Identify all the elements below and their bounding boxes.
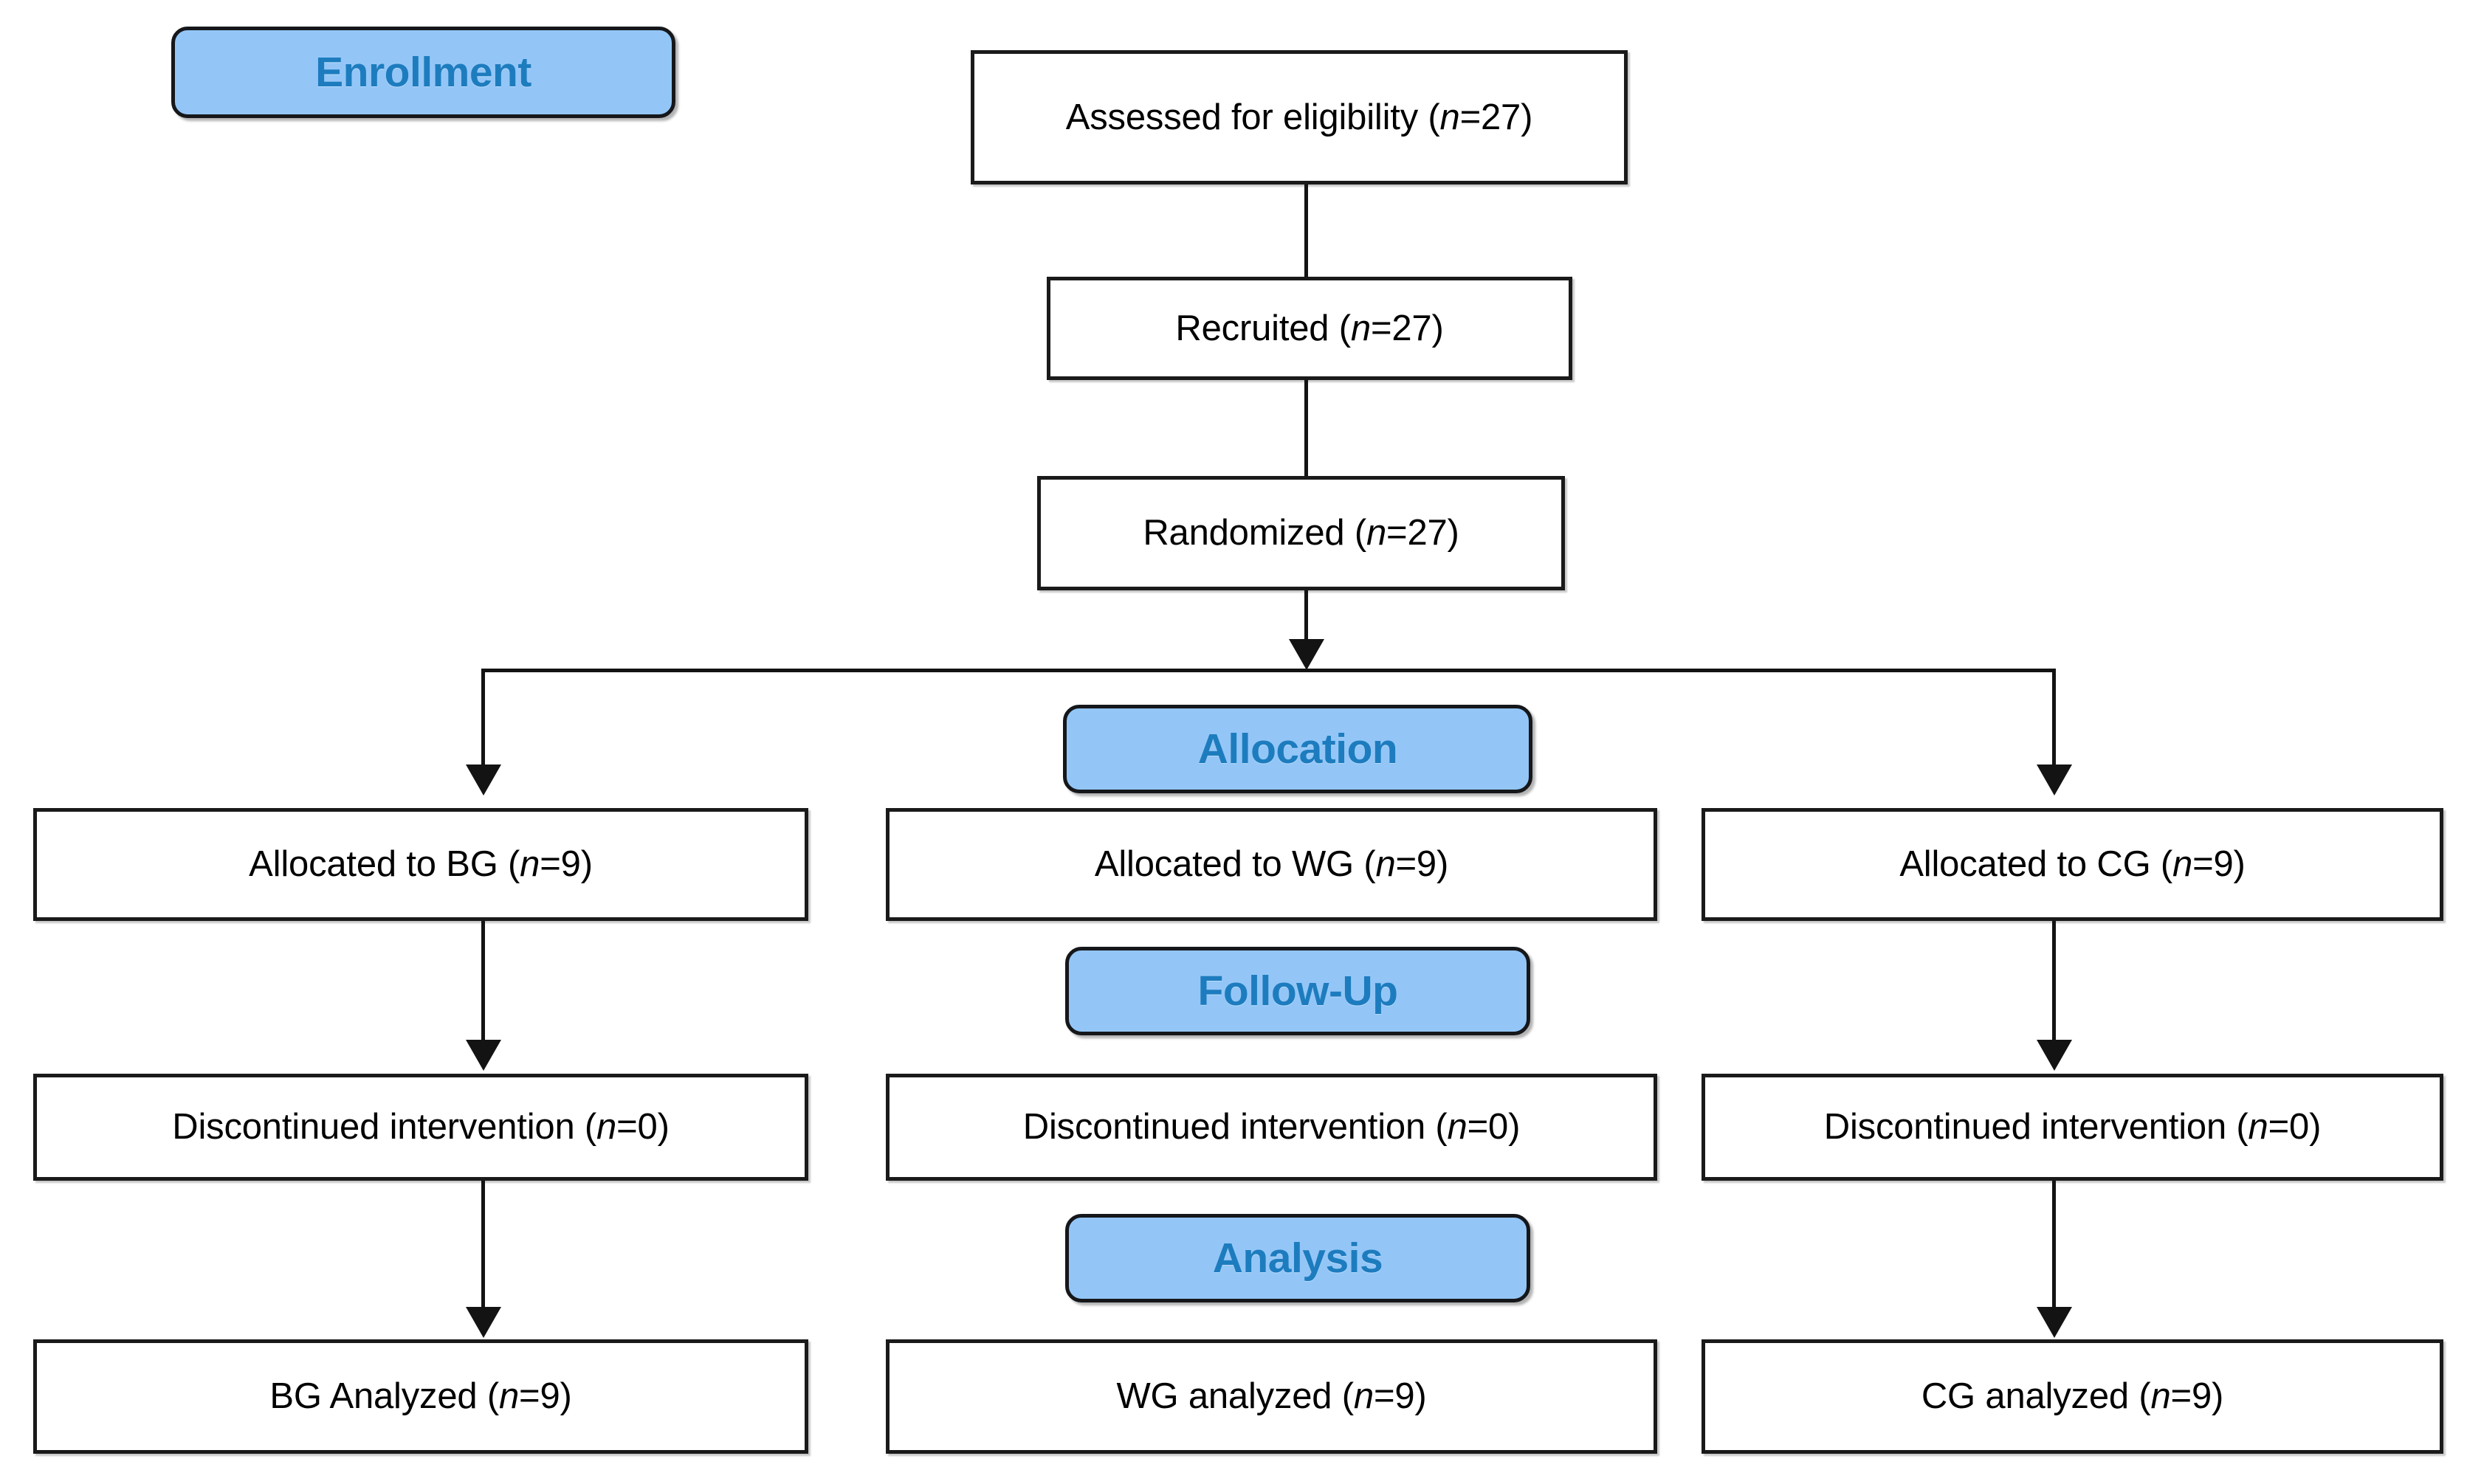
arrowhead-split-to-cg-allocation [2037,765,2072,796]
stage-banner-followup: Follow-Up [1065,947,1530,1035]
arrowhead-bg-followup-to-analysis [466,1307,501,1338]
node-discontinued-bg-label: Discontinued intervention (n=0) [172,1107,670,1147]
node-allocated-cg-label: Allocated to CG (n=9) [1899,844,2246,885]
stage-banner-analysis: Analysis [1065,1214,1530,1302]
stage-banner-analysis-label: Analysis [1212,1235,1383,1282]
node-randomized-label: Randomized (n=27) [1143,513,1459,553]
node-analyzed-wg-label: WG analyzed (n=9) [1116,1376,1427,1417]
node-randomized: Randomized (n=27) [1037,476,1565,590]
stage-banner-enrollment-label: Enrollment [315,49,531,96]
stage-banner-allocation-label: Allocation [1197,725,1398,773]
node-allocated-bg-label: Allocated to BG (n=9) [249,844,593,885]
connector-bg-followup-to-analysis [481,1181,485,1310]
arrowhead-randomized-to-split [1289,639,1324,670]
stage-banner-allocation: Allocation [1063,705,1532,793]
node-discontinued-cg: Discontinued intervention (n=0) [1702,1074,2443,1181]
node-discontinued-cg-label: Discontinued intervention (n=0) [1823,1107,2322,1147]
node-assessed-for-eligibility-label: Assessed for eligibility (n=27) [1065,97,1533,137]
connector-assessed-to-recruited [1304,184,1308,277]
split-bus-horizontal [481,669,2056,672]
arrowhead-bg-allocation-to-followup [466,1040,501,1071]
node-recruited: Recruited (n=27) [1047,277,1572,380]
arrowhead-cg-allocation-to-followup [2037,1040,2072,1071]
node-discontinued-wg: Discontinued intervention (n=0) [886,1074,1657,1181]
node-recruited-label: Recruited (n=27) [1175,308,1444,348]
node-allocated-bg: Allocated to BG (n=9) [33,808,808,921]
node-analyzed-cg: CG analyzed (n=9) [1702,1339,2443,1454]
connector-split-to-cg-allocation [2052,669,2056,767]
node-analyzed-bg: BG Analyzed (n=9) [33,1339,808,1454]
node-analyzed-cg-label: CG analyzed (n=9) [1921,1376,2224,1417]
node-assessed-for-eligibility: Assessed for eligibility (n=27) [971,50,1628,184]
connector-cg-allocation-to-followup [2052,921,2056,1043]
node-analyzed-bg-label: BG Analyzed (n=9) [269,1376,572,1417]
connector-recruited-to-randomized [1304,380,1308,476]
connector-cg-followup-to-analysis [2052,1181,2056,1310]
node-discontinued-bg: Discontinued intervention (n=0) [33,1074,808,1181]
node-allocated-wg-label: Allocated to WG (n=9) [1094,844,1449,885]
node-allocated-cg: Allocated to CG (n=9) [1702,808,2443,921]
connector-randomized-to-split [1304,590,1308,642]
node-discontinued-wg-label: Discontinued intervention (n=0) [1022,1107,1521,1147]
node-allocated-wg: Allocated to WG (n=9) [886,808,1657,921]
arrowhead-cg-followup-to-analysis [2037,1307,2072,1338]
arrowhead-split-to-bg-allocation [466,765,501,796]
connector-split-to-bg-allocation [481,669,485,767]
stage-banner-enrollment: Enrollment [171,27,675,118]
node-analyzed-wg: WG analyzed (n=9) [886,1339,1657,1454]
stage-banner-followup-label: Follow-Up [1197,967,1398,1015]
connector-bg-allocation-to-followup [481,921,485,1043]
